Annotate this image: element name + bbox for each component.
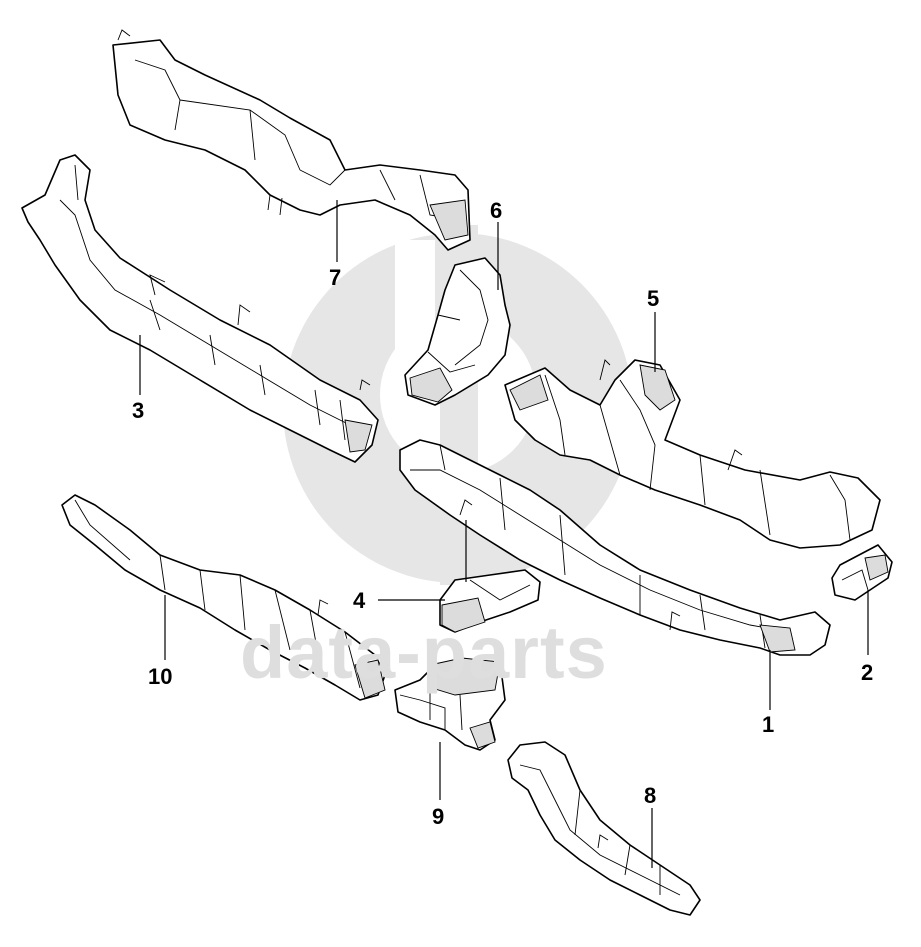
watermark-text: data-parts bbox=[240, 611, 608, 694]
callout-7[interactable]: 7 bbox=[329, 265, 341, 290]
part-4-nozzle[interactable] bbox=[439, 569, 541, 633]
callout-5[interactable]: 5 bbox=[647, 286, 659, 311]
callout-labels: 1 2 3 4 5 6 7 8 9 10 bbox=[132, 198, 873, 829]
part-2-end-piece[interactable] bbox=[831, 544, 893, 601]
callout-9[interactable]: 9 bbox=[432, 804, 444, 829]
callout-2[interactable]: 2 bbox=[861, 660, 873, 685]
part-8-right-duct[interactable] bbox=[507, 741, 701, 916]
callout-4[interactable]: 4 bbox=[353, 588, 366, 613]
callout-10[interactable]: 10 bbox=[148, 664, 172, 689]
part-9-center-box[interactable] bbox=[394, 657, 506, 751]
callout-6[interactable]: 6 bbox=[490, 198, 502, 223]
callout-3[interactable]: 3 bbox=[132, 398, 144, 423]
part-1-lower-duct[interactable] bbox=[399, 439, 831, 656]
part-7-upper-duct[interactable] bbox=[112, 29, 471, 251]
part-5-right-duct[interactable] bbox=[504, 359, 881, 549]
leader-lines bbox=[139, 200, 869, 868]
callout-1[interactable]: 1 bbox=[762, 712, 774, 737]
part-3-crossbar-duct[interactable] bbox=[21, 154, 379, 463]
callout-8[interactable]: 8 bbox=[644, 783, 656, 808]
part-6-connector[interactable] bbox=[404, 257, 511, 406]
part-10-left-duct[interactable] bbox=[61, 494, 386, 701]
